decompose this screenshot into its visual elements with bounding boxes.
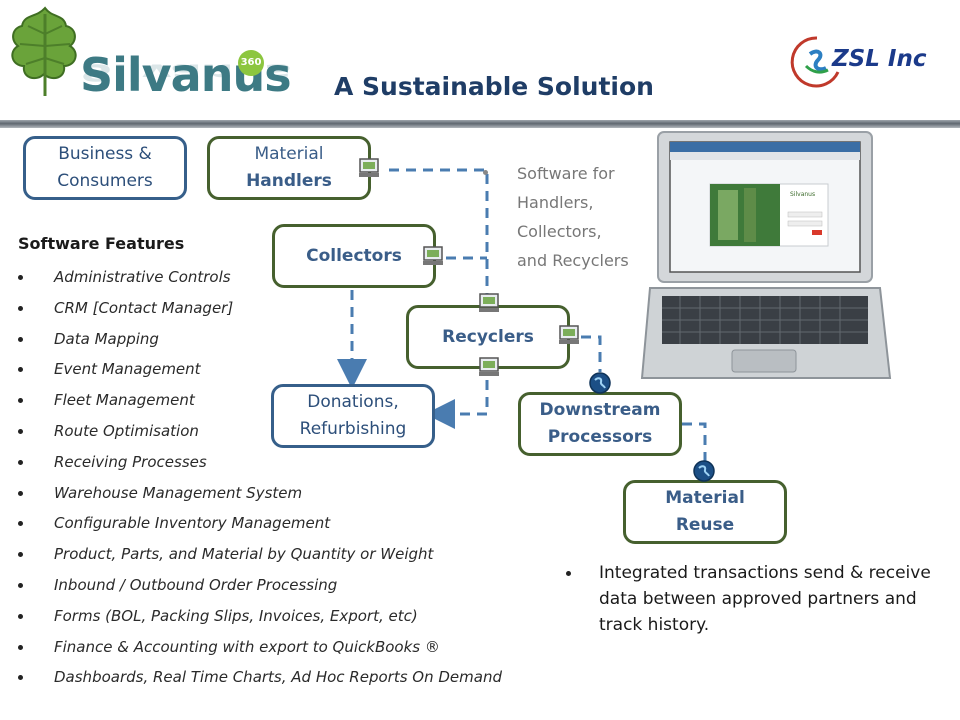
silvanus-logo: Silvanus Silvanus 360	[0, 0, 292, 120]
material-reuse-line2: Reuse	[675, 515, 735, 535]
feature-label: Fleet Management	[54, 391, 195, 410]
collectors-box: Collectors	[272, 224, 436, 288]
bullet-dot	[18, 583, 23, 588]
business-consumers-box: Business & Consumers	[23, 136, 187, 200]
feature-label: Administrative Controls	[54, 268, 231, 286]
features-heading: Software Features	[18, 234, 185, 253]
feature-label: Finance & Accounting with export to Quic…	[54, 637, 440, 656]
zsl-logo: ZSL Inc	[788, 28, 948, 98]
downstream-processors-box: Downstream Processors	[518, 392, 682, 456]
material-handlers-line1: Material	[254, 144, 324, 164]
bullet-dot	[18, 675, 23, 681]
computer-icon	[479, 293, 499, 312]
bullet-dot	[18, 275, 23, 280]
computer-icon	[359, 158, 379, 177]
bullet-dot	[18, 336, 23, 342]
bullet-dot	[18, 305, 23, 311]
software-note-line: Handlers,	[517, 193, 594, 212]
bullet-dot	[18, 459, 23, 465]
downstream-line2: Processors	[547, 427, 653, 447]
computer-icon	[423, 246, 443, 265]
feature-label: CRM [Contact Manager]	[54, 298, 234, 317]
feature-label: Data Mapping	[54, 329, 159, 348]
bullet-dot	[18, 552, 23, 558]
downstream-line1: Downstream	[539, 400, 661, 420]
computer-icon	[479, 357, 499, 376]
bullet-dot	[18, 644, 23, 650]
material-reuse-box: Material Reuse	[623, 480, 787, 544]
donations-line2: Refurbishing	[299, 419, 407, 439]
bullet-dot	[566, 571, 571, 576]
software-note-line: Collectors,	[517, 222, 602, 241]
feature-label: Inbound / Outbound Order Processing	[54, 576, 338, 594]
recyclers-label: Recyclers	[442, 326, 534, 347]
bullet-dot	[18, 613, 23, 619]
feature-label: Forms (BOL, Packing Slips, Invoices, Exp…	[54, 606, 418, 625]
page-title: A Sustainable Solution	[334, 72, 654, 101]
software-note-line: and Recyclers	[517, 251, 629, 270]
feature-label: Product, Parts, and Material by Quantity…	[54, 545, 434, 564]
bullet-dot	[18, 367, 23, 373]
donations-refurbishing-box: Donations, Refurbishing	[271, 384, 435, 448]
software-note-line: Software for	[517, 164, 615, 183]
recyclers-to-downstream-line	[581, 335, 602, 372]
material-reuse-line1: Material	[665, 488, 745, 508]
bullet-dot	[18, 521, 23, 527]
software-note: Software for Handlers, Collectors, and R…	[517, 159, 677, 275]
downstream-to-reuse-line	[682, 422, 707, 470]
feature-label: Receiving Processes	[54, 452, 207, 471]
business-consumers-line2: Consumers	[57, 171, 153, 191]
zsl-swirl-icon	[790, 36, 840, 88]
business-consumers-line1: Business &	[58, 144, 152, 164]
globe-icon	[589, 372, 611, 394]
integrated-text: Integrated transactions send & receive d…	[599, 563, 931, 635]
material-handlers-box: Material Handlers	[207, 136, 371, 200]
collectors-label: Collectors	[306, 245, 402, 266]
recyclers-to-donations-arrow	[425, 380, 489, 429]
feature-label: Warehouse Management System	[54, 483, 303, 502]
feature-label: Configurable Inventory Management	[54, 514, 331, 533]
header-divider	[0, 120, 960, 128]
computer-icon	[559, 325, 579, 344]
bullet-dot	[18, 490, 23, 496]
zsl-logo-text: ZSL Inc	[832, 46, 927, 72]
logo-badge: 360	[238, 50, 264, 76]
software-note-bullet	[483, 170, 488, 175]
feature-label: Route Optimisation	[54, 422, 199, 440]
laptop-image: Silvanus	[640, 131, 892, 379]
globe-icon	[693, 460, 715, 482]
material-handlers-line2: Handlers	[246, 171, 332, 191]
feature-label: Event Management	[54, 360, 201, 379]
bullet-dot	[18, 398, 23, 404]
integrated-note: Integrated transactions send & receive d…	[566, 560, 946, 638]
laptop-screen-brand: Silvanus	[790, 191, 815, 198]
feature-label: Dashboards, Real Time Charts, Ad Hoc Rep…	[54, 668, 502, 687]
donations-line1: Donations,	[307, 392, 399, 412]
oak-leaf-icon	[11, 6, 77, 96]
bullet-dot	[18, 429, 23, 434]
